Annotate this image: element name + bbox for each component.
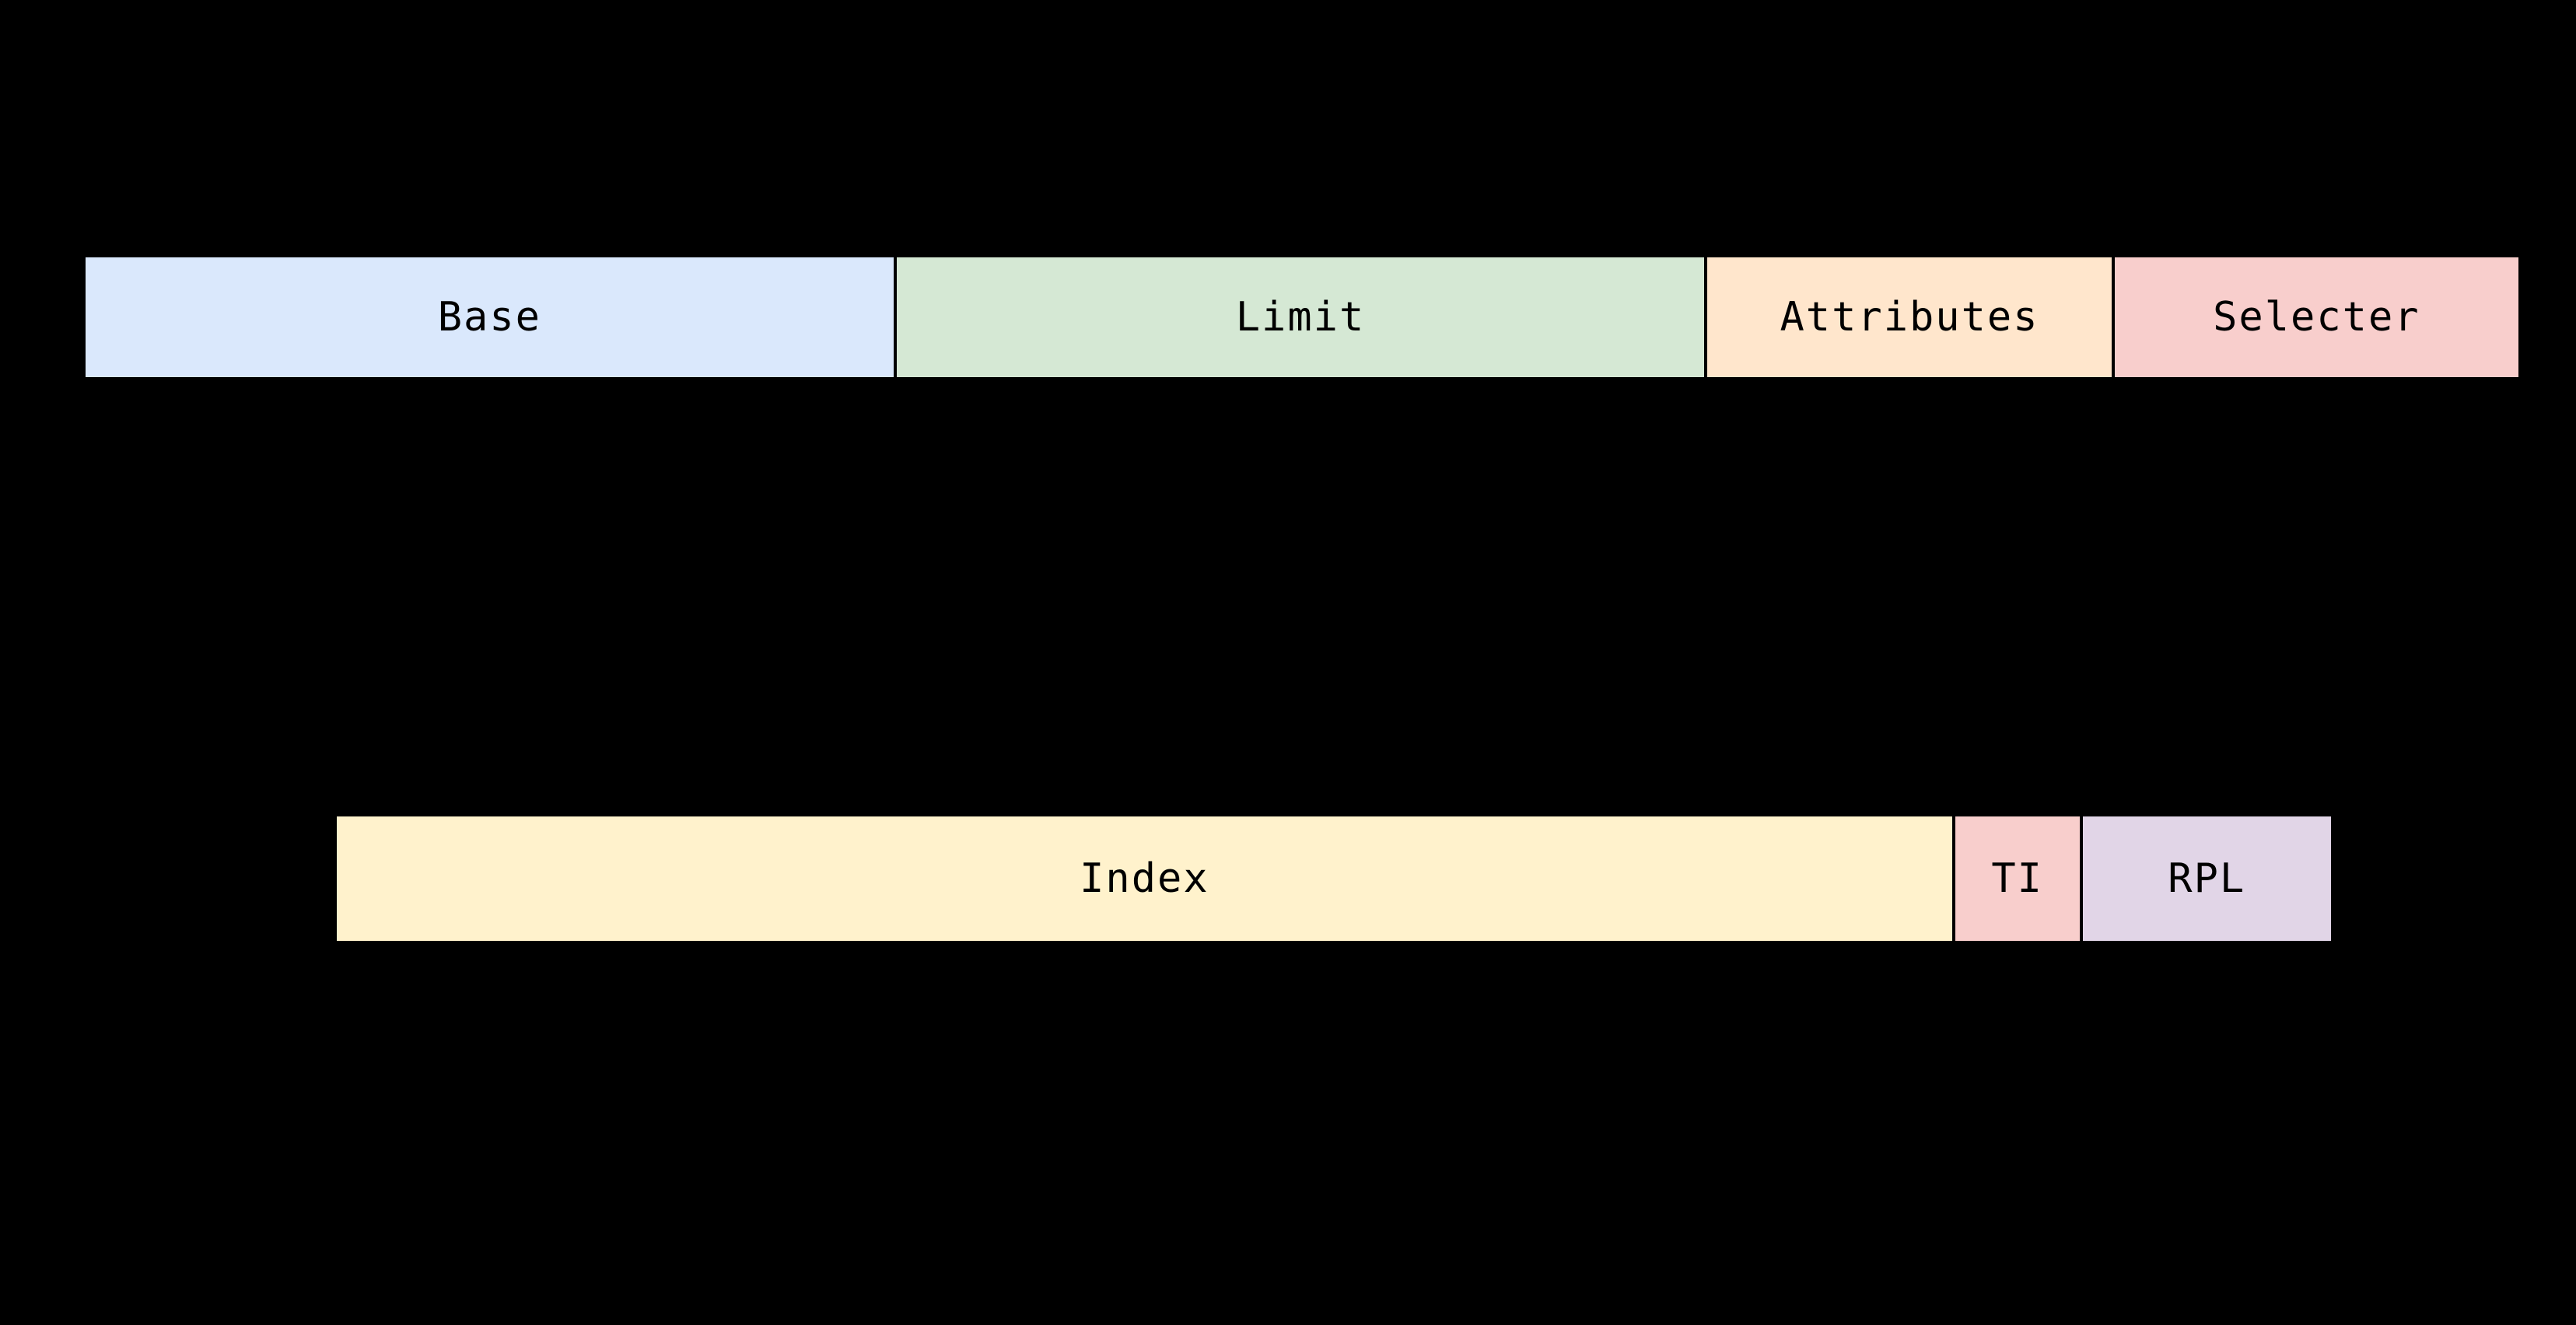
segment-descriptor-bar: Base Limit Attributes Selecter [82,254,2522,380]
field-limit: Limit [893,254,1708,380]
field-selecter: Selecter [2111,254,2522,380]
field-rpl: RPL [2079,813,2334,944]
field-index: Index [334,813,1955,944]
field-base: Base [82,254,897,380]
field-attributes: Attributes [1704,254,2115,380]
field-ti: TI [1951,813,2083,944]
segment-selector-bar: Index TI RPL [334,813,2334,944]
